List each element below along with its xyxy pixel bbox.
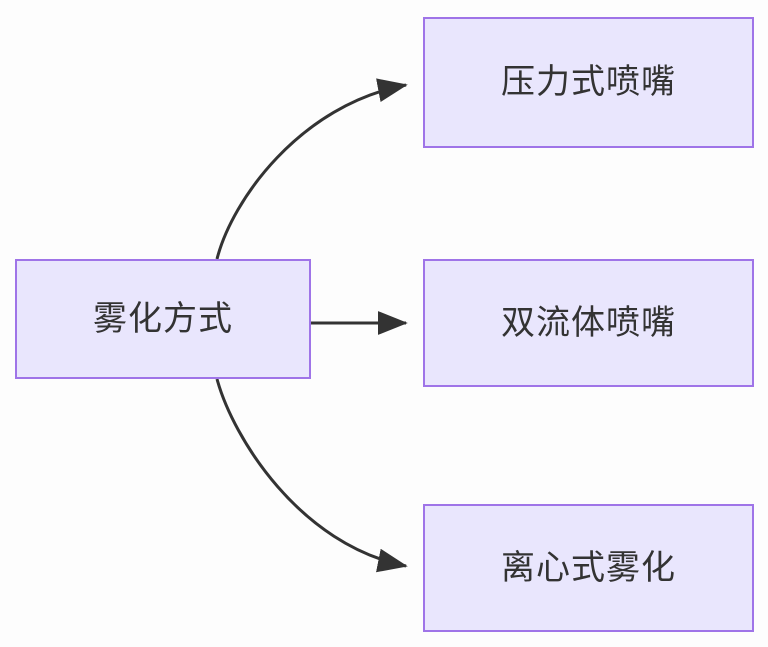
node-twin-fluid-nozzle-label: 双流体喷嘴 [501,303,676,342]
node-pressure-nozzle-label: 压力式喷嘴 [501,63,676,102]
node-centrifugal-atomization[interactable]: 离心式雾化 [423,504,754,632]
node-source-label: 雾化方式 [93,299,233,338]
node-twin-fluid-nozzle[interactable]: 双流体喷嘴 [423,259,754,387]
node-pressure-nozzle[interactable]: 压力式喷嘴 [423,17,754,148]
edge-source-to-target-2 [215,378,408,573]
node-source[interactable]: 雾化方式 [15,259,311,379]
edge-source-to-target-0 [215,78,408,260]
node-centrifugal-atomization-label: 离心式雾化 [501,548,676,587]
